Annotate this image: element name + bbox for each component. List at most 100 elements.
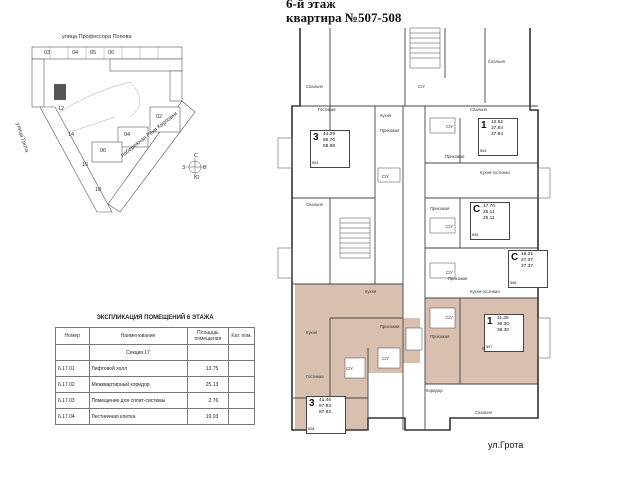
table-row: 6.17.04 Лестничная клетка 19.03 <box>55 408 255 425</box>
total-area: 86.70 <box>323 138 336 143</box>
room-label: Спальня <box>488 59 505 64</box>
room-label: Кухня <box>380 113 391 118</box>
apartment-code: 504 <box>480 149 487 153</box>
room-label: Кухня <box>365 289 376 294</box>
compass-icon <box>186 158 204 176</box>
room-label: Прихожая <box>380 128 399 133</box>
room-label: Кухня <box>306 330 317 335</box>
apartment-code: 506 <box>510 281 517 285</box>
explication-title: ЭКСПЛИКАЦИЯ ПОМЕЩЕНИЙ 6 ЭТАЖА <box>96 315 214 321</box>
site-plan: улица Профессора Попова улица Грота набе… <box>0 22 235 232</box>
building-number: 04 <box>124 132 131 138</box>
highlighted-section <box>54 84 66 100</box>
compass-e: В <box>203 165 207 171</box>
total-area: 37.84 <box>491 126 504 131</box>
room-label: С/У <box>446 315 453 320</box>
floor-plan-drawing: Спальня Спальня Гостиная Спальня Кухня П… <box>277 27 551 431</box>
bathroom-fixtures <box>344 117 456 379</box>
compass-w: З <box>182 165 186 171</box>
floor-plan: Спальня Спальня Гостиная Спальня Кухня П… <box>270 18 555 438</box>
room-area: 19.03 <box>186 408 230 425</box>
building-number: 18 <box>95 187 102 193</box>
room-label: Кухня-гостиная <box>480 170 510 175</box>
room-number: 6.17.01 <box>55 360 90 377</box>
floor-title: 6-й этаж <box>286 0 336 11</box>
room-number: 6.17.03 <box>55 392 90 409</box>
living-area: 11.35 <box>497 316 509 321</box>
apartment-title: квартира №507-508 <box>286 10 402 25</box>
apartment-rooms: 1 <box>481 120 487 131</box>
room-label: Кухня-гостиная <box>470 289 500 294</box>
room-label: Гостиная <box>306 374 324 379</box>
section-label: Секция 17 <box>88 344 188 361</box>
apartment-code: 508 <box>308 427 315 431</box>
building-number: 16 <box>82 162 89 168</box>
room-label: С/У <box>446 224 453 229</box>
room-label: С/У <box>446 124 453 129</box>
column-header: Номер <box>55 327 90 345</box>
compass-n: С <box>194 153 198 159</box>
apartment-rooms: 1 <box>487 316 493 327</box>
site-plan-drawing <box>31 46 204 213</box>
room-label: Спальня <box>306 202 323 207</box>
room-label: Спальня <box>475 410 492 415</box>
room-label: С/У <box>382 174 389 179</box>
room-category <box>228 360 255 377</box>
total-area-with-balcony: 36.30 <box>497 328 510 333</box>
column-header: Кат. пом. <box>228 327 255 345</box>
room-name: Лестничная клетка <box>88 408 188 425</box>
building-number: 04 <box>72 50 79 56</box>
room-label: Спальня <box>470 107 487 112</box>
stairs <box>339 27 441 259</box>
room-area: 13.75 <box>186 360 230 377</box>
room-label: Прихожая <box>448 276 467 281</box>
apartment-code: 505 <box>472 233 479 237</box>
total-area-with-balcony: 87.83 <box>319 410 332 415</box>
explication-table: ЭКСПЛИКАЦИЯ ПОМЕЩЕНИЙ 6 ЭТАЖА Номер Наим… <box>55 315 255 425</box>
building-number: 12 <box>58 106 65 112</box>
room-label: Прихожая <box>430 334 449 339</box>
room-category <box>228 376 255 393</box>
room-label: С/У <box>346 366 353 371</box>
total-area: 27.37 <box>521 258 534 263</box>
building-number: 14 <box>68 132 75 138</box>
room-name: Межквартирный коридор <box>88 376 188 393</box>
room-number: 6.17.02 <box>55 376 90 393</box>
room-label: С/У <box>382 356 389 361</box>
section-row: Секция 17 <box>55 344 255 361</box>
total-area: 25.11 <box>483 210 495 215</box>
column-header: Площадь помещения <box>186 327 230 345</box>
room-label: Гостиная <box>318 107 336 112</box>
room-number: 6.17.04 <box>55 408 90 425</box>
living-area: 17.70 <box>483 204 496 209</box>
table-row: 6.17.01 Лифтовой холл 13.75 <box>55 360 255 377</box>
table-row: 6.17.02 Межквартирный коридор 25.13 <box>55 376 255 393</box>
room-label: С/У <box>446 270 453 275</box>
table-row: 6.17.03 Помещение для сплит-системы 2.76 <box>55 392 255 409</box>
living-area: 41.46 <box>319 398 332 403</box>
room-label: Коридор <box>426 388 443 393</box>
room-area: 25.13 <box>186 376 230 393</box>
apartment-rooms: С <box>511 252 519 263</box>
building-number: 06 <box>108 50 115 56</box>
room-name: Помещение для сплит-системы <box>88 392 188 409</box>
room-category <box>228 408 255 425</box>
apartment-code: 507 <box>486 345 493 349</box>
compass-s: Ю <box>194 175 200 181</box>
apartment-rooms: С <box>473 204 481 215</box>
building-number: 06 <box>100 148 107 154</box>
room-label: Прихожая <box>380 324 399 329</box>
apartment-rooms: 3 <box>309 398 315 409</box>
total-area-with-balcony: 37.84 <box>491 132 504 137</box>
living-area: 44.09 <box>323 132 336 137</box>
room-label: Спальня <box>306 84 323 89</box>
room-name: Лифтовой холл <box>88 360 188 377</box>
street-label: ул.Грота <box>488 440 524 450</box>
total-area: 87.83 <box>319 404 332 409</box>
